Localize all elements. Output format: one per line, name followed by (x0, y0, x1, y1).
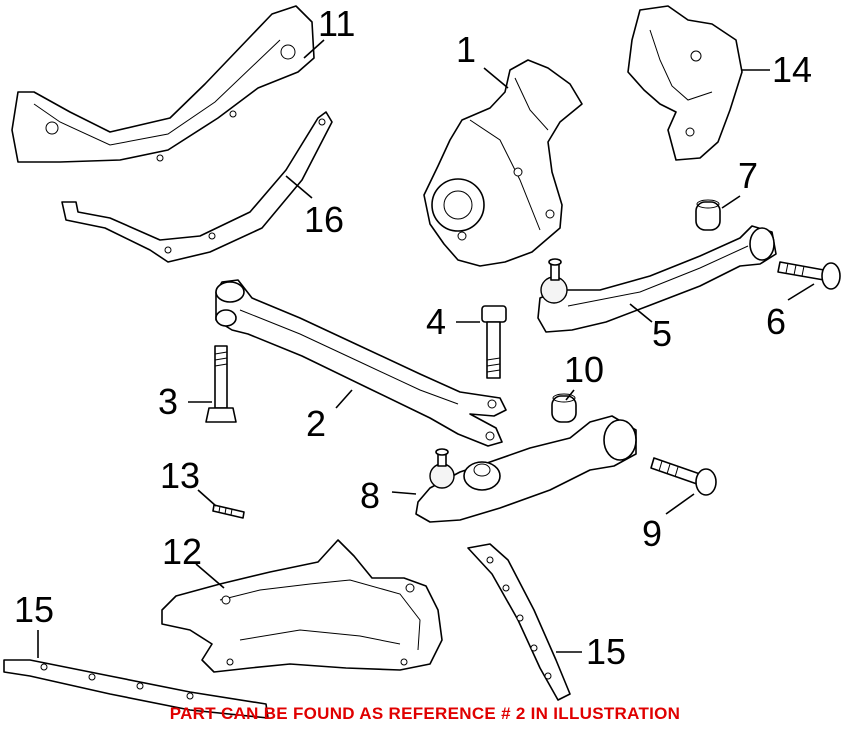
callout-2: 2 (306, 403, 326, 444)
part-9-bolt (650, 457, 717, 496)
part-16-strap (61, 111, 333, 263)
part-5-upper-control-arm (537, 225, 777, 333)
callout-16: 16 (304, 199, 344, 240)
part-1-steering-knuckle (423, 59, 583, 267)
reference-note: PART CAN BE FOUND AS REFERENCE # 2 IN IL… (169, 704, 681, 723)
part-4-bolt (481, 305, 507, 379)
callout-15-left: 15 (14, 589, 54, 630)
part-10-bushing (551, 393, 577, 423)
callout-12: 12 (162, 531, 202, 572)
callout-7: 7 (738, 155, 758, 196)
callout-leaders (37, 39, 815, 658)
part-3-stud-bolt (205, 345, 237, 423)
callout-5: 5 (652, 313, 672, 354)
part-2-lateral-link (215, 279, 507, 447)
part-14-bracket (627, 5, 743, 161)
callout-labels: 1 2 3 4 5 6 7 8 9 10 11 12 13 14 15 15 1… (14, 3, 812, 672)
part-13-stud (212, 504, 245, 519)
callout-13: 13 (160, 455, 200, 496)
callout-4: 4 (426, 301, 446, 342)
part-7-bushing (695, 199, 721, 231)
callout-15-right: 15 (586, 631, 626, 672)
part-12-underbody-shield (161, 539, 443, 673)
callout-6: 6 (766, 301, 786, 342)
part-15-brace-right (467, 543, 571, 701)
part-15-brace-left (3, 659, 269, 719)
part-6-bolt (777, 261, 841, 290)
callout-3: 3 (158, 381, 178, 422)
callout-1: 1 (456, 29, 476, 70)
callout-8: 8 (360, 475, 380, 516)
callout-14: 14 (772, 49, 812, 90)
callout-11: 11 (318, 3, 355, 44)
callout-9: 9 (642, 513, 662, 554)
part-11-crossmember-brace (11, 5, 315, 163)
callout-10: 10 (564, 349, 604, 390)
part-8-lower-control-arm (415, 415, 637, 523)
